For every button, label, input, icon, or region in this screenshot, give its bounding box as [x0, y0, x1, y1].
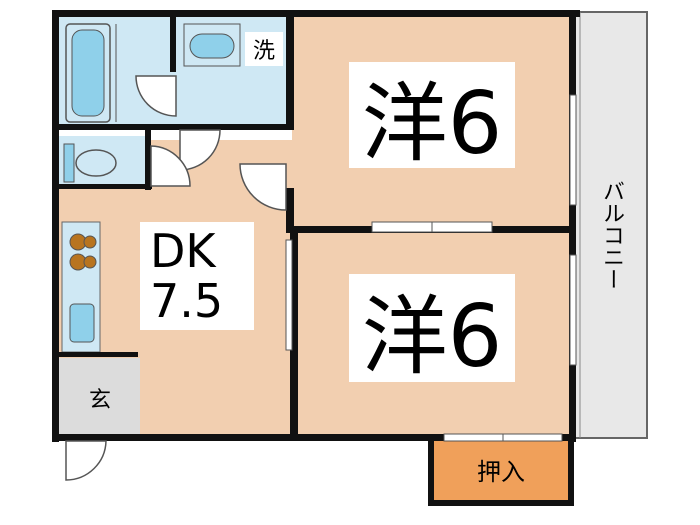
- dk-name: DK: [150, 224, 216, 278]
- toilet-tank-icon: [63, 143, 75, 183]
- closet-floor: [432, 438, 570, 502]
- balcony-area: [574, 11, 648, 439]
- closet-label: 押入: [477, 457, 525, 486]
- western-room-1-label: 洋6: [349, 62, 515, 174]
- washroom-label: 洗: [245, 32, 283, 66]
- western-room-2-label: 洋6: [349, 274, 515, 387]
- entrance-floor: [58, 358, 140, 434]
- door-swings: [65, 75, 287, 481]
- toilet-bowl-icon: [75, 149, 117, 177]
- entrance-label: 玄: [88, 388, 111, 413]
- sliding-doors: [285, 94, 577, 442]
- kitchen-sink-icon: [69, 303, 95, 343]
- dk-label: DK 7.5: [140, 222, 254, 330]
- dk-size: 7.5: [150, 274, 224, 328]
- balcony-label: バルコニー: [599, 180, 624, 290]
